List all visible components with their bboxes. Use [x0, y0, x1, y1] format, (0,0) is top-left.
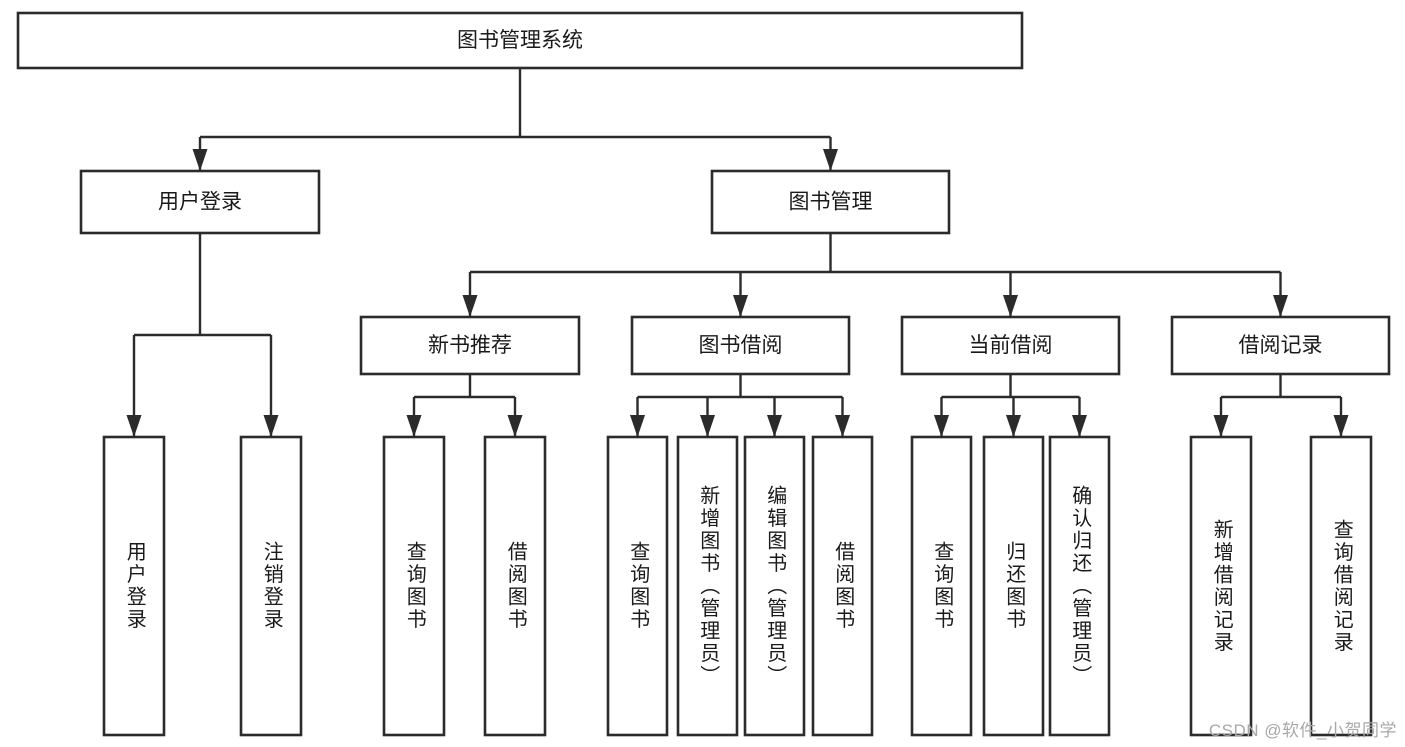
arrow-head-icon	[406, 415, 422, 437]
leaf-box-借阅图书-7[interactable]	[811, 435, 874, 737]
node-label: 借阅记录	[1239, 334, 1323, 357]
arrow-head-icon	[767, 415, 782, 437]
leaf-box-借阅图书-3[interactable]	[483, 435, 547, 737]
arrow-head-icon	[934, 415, 949, 437]
arrow-head-icon	[192, 149, 208, 171]
leaf-box-查询图书-2[interactable]	[382, 435, 446, 737]
node-label: 当前借阅	[969, 334, 1053, 357]
arrow-head-icon	[263, 415, 279, 437]
node-借阅记录[interactable]	[1170, 315, 1391, 376]
node-label: 用户登录	[158, 191, 242, 214]
leaf-box-查询图书-8[interactable]	[910, 435, 973, 737]
arrow-head-icon	[462, 295, 478, 317]
arrow-head-icon	[1003, 295, 1018, 317]
leaf-box-新增图书管理员-5[interactable]	[676, 435, 739, 737]
leaf-box-查询借阅记录-12[interactable]	[1309, 435, 1373, 737]
leaf-box-编辑图书管理员-6[interactable]	[743, 435, 806, 737]
arrow-head-icon	[1072, 415, 1087, 437]
arrow-head-icon	[1006, 415, 1021, 437]
node-label: 新书推荐	[428, 334, 512, 357]
connectors-layer	[126, 68, 1349, 437]
arrow-head-icon	[1333, 415, 1349, 437]
arrow-head-icon	[507, 415, 523, 437]
node-用户登录[interactable]	[79, 169, 321, 235]
arrow-head-icon	[126, 415, 142, 437]
arrow-head-icon	[1213, 415, 1229, 437]
leaf-box-归还图书-9[interactable]	[982, 435, 1045, 737]
leaf-box-注销登录-1[interactable]	[239, 435, 303, 737]
leaf-box-确认归还管理员-10[interactable]	[1048, 435, 1111, 737]
boxes-layer	[16, 11, 1391, 737]
node-label: 图书管理系统	[457, 29, 583, 52]
arrow-head-icon	[700, 415, 715, 437]
node-图书管理系统[interactable]	[16, 11, 1024, 70]
arrow-head-icon	[630, 415, 645, 437]
arrow-head-icon	[1273, 295, 1288, 317]
arrow-head-icon	[733, 295, 748, 317]
node-图书管理[interactable]	[710, 169, 951, 235]
arrow-head-icon	[835, 415, 850, 437]
leaf-box-新增借阅记录-11[interactable]	[1189, 435, 1253, 737]
node-label: 图书管理	[789, 191, 873, 214]
node-label: 图书借阅	[699, 334, 783, 357]
node-当前借阅[interactable]	[900, 315, 1121, 376]
leaf-box-查询图书-4[interactable]	[606, 435, 669, 737]
node-新书推荐[interactable]	[359, 315, 581, 376]
arrow-head-icon	[823, 149, 838, 171]
leaf-box-用户登录-0[interactable]	[102, 435, 166, 737]
node-图书借阅[interactable]	[630, 315, 851, 376]
